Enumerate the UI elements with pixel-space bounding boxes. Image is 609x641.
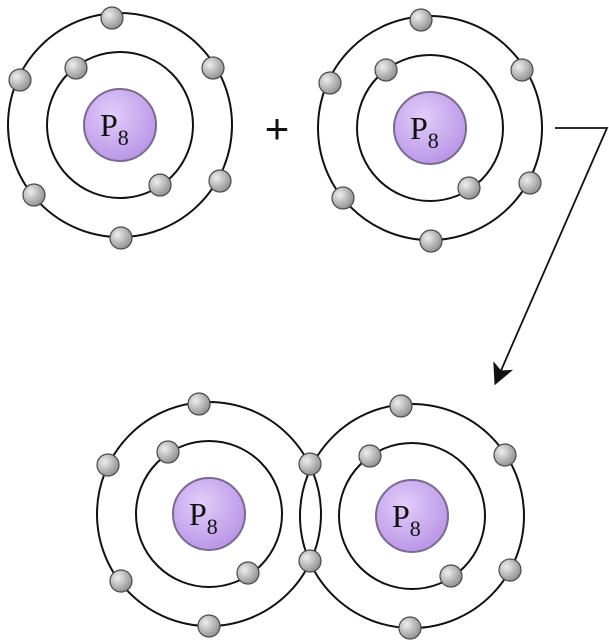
nucleus-label: P8 — [100, 107, 129, 150]
electron — [518, 171, 542, 195]
electron — [318, 71, 342, 95]
electron — [419, 229, 443, 253]
electron — [358, 444, 382, 468]
product-atom-right: P8 — [299, 394, 525, 640]
electron — [398, 616, 422, 640]
nucleus-subscript: 8 — [207, 514, 218, 539]
electron — [331, 186, 355, 210]
electron — [96, 453, 120, 477]
electron — [439, 564, 463, 588]
product-molecule: P8 P8 — [96, 392, 525, 640]
electron — [187, 392, 211, 416]
reactant-atom-1: P8 — [7, 6, 233, 250]
electron — [201, 56, 225, 80]
electron — [8, 68, 32, 92]
reactant-atom-2: P8 — [317, 8, 543, 253]
electron — [409, 8, 433, 32]
inner-shell — [338, 442, 486, 590]
electron — [197, 614, 221, 638]
inner-shell — [135, 440, 283, 588]
nucleus-label: P8 — [189, 496, 218, 539]
nucleus — [172, 477, 246, 551]
electron — [148, 173, 172, 197]
electron — [374, 58, 398, 82]
nucleus-label: P8 — [410, 110, 439, 153]
inner-shell — [356, 54, 504, 202]
nucleus — [393, 91, 467, 165]
electron — [100, 6, 124, 30]
shared-electron — [298, 549, 322, 573]
electron — [236, 561, 260, 585]
element-symbol: P — [100, 107, 118, 143]
element-symbol: P — [189, 496, 207, 532]
nucleus — [375, 479, 449, 553]
element-symbol: P — [392, 498, 410, 534]
nucleus-label: P8 — [392, 498, 421, 541]
shared-electron — [298, 452, 322, 476]
electron — [457, 176, 481, 200]
electron — [64, 56, 88, 80]
nucleus — [83, 88, 157, 162]
electron — [109, 569, 133, 593]
element-symbol: P — [410, 110, 428, 146]
shared-electron-pair — [298, 452, 322, 573]
electron — [493, 443, 517, 467]
nucleus-subscript: 8 — [428, 128, 439, 153]
electron — [389, 394, 413, 418]
reaction-arrow — [493, 127, 609, 386]
electron — [208, 169, 232, 193]
nucleus-subscript: 8 — [410, 516, 421, 541]
electron — [109, 226, 133, 250]
inner-shell — [46, 51, 194, 199]
electron — [156, 440, 180, 464]
electron — [510, 58, 534, 82]
product-atom-left: P8 — [96, 392, 322, 638]
nucleus-subscript: 8 — [118, 125, 129, 150]
electron — [498, 558, 522, 582]
plus-sign: + — [265, 105, 290, 152]
electron — [22, 183, 46, 207]
